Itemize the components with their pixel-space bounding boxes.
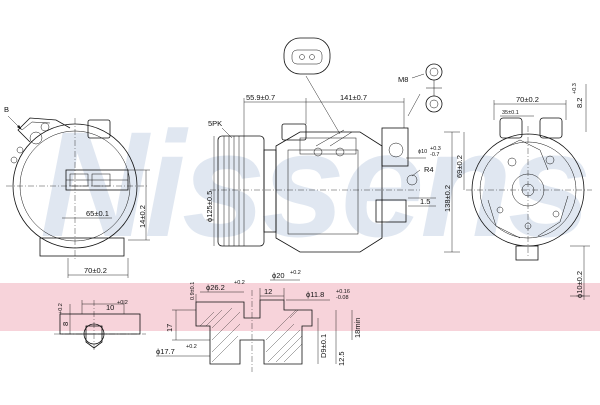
left-dim-mid: 65±0.1 bbox=[86, 209, 109, 218]
m8-fittings: M8 bbox=[398, 63, 443, 117]
center-dim-height: 138±0.2 bbox=[443, 185, 452, 212]
right-dim-top: 70±0.2 bbox=[516, 95, 539, 104]
section-dim-dia20: ϕ20 bbox=[272, 271, 285, 280]
section-dim-w12: 12 bbox=[264, 287, 272, 296]
center-dim-port-tol-l: -0.7 bbox=[430, 152, 439, 158]
section-dim-dia9: D9±0.1 bbox=[319, 334, 328, 358]
view-b-label: B bbox=[4, 105, 9, 114]
section-dim-h17: 17 bbox=[165, 324, 174, 332]
small-dim-side: 8 bbox=[61, 322, 70, 326]
brand-watermark: Nissens bbox=[40, 100, 587, 268]
right-dim-angle-tol: +0.3 bbox=[572, 83, 578, 94]
center-dim-side: 1.5 bbox=[420, 197, 430, 206]
section-dim-bore-tol: +0.2 bbox=[234, 280, 245, 286]
small-detail: 10 +0.2 8 +0.2 bbox=[54, 300, 146, 350]
center-dim-top-a: 55.9±0.7 bbox=[246, 93, 275, 102]
section-dim-dia11: ϕ11.8 bbox=[306, 290, 324, 299]
center-dim-pulley-dia: ϕ125±0.5 bbox=[205, 191, 214, 222]
small-dim-top-tol: +0.2 bbox=[117, 300, 128, 306]
center-radius: R4 bbox=[424, 165, 434, 174]
pulley-type-label: 5PK bbox=[208, 119, 222, 128]
section-dim-h12: 12.5 bbox=[337, 351, 346, 366]
small-dim-top: 10 bbox=[106, 303, 114, 312]
right-dim-top-inner: 35±0.1 bbox=[502, 110, 519, 116]
center-dim-port: ϕ10 bbox=[418, 149, 427, 155]
section-dim-dia11-tol-u: +0.16 bbox=[336, 289, 350, 295]
center-dim-port-tol-u: +0.3 bbox=[430, 146, 441, 152]
right-dim-side: ϕ10±0.2 bbox=[575, 271, 584, 298]
section-dim-dia11-tol-l: -0.08 bbox=[336, 295, 349, 301]
right-view: 70±0.2 35±0.1 8.2 +0.3 ϕ10±0.2 bbox=[466, 83, 592, 300]
electrical-connector bbox=[283, 37, 341, 135]
center-dim-top-b: 141±0.7 bbox=[340, 93, 367, 102]
section-dim-dia20-tol: +0.2 bbox=[290, 270, 301, 276]
section-dim-dia17-tol: +0.2 bbox=[186, 344, 197, 350]
section-dim-h18: 18min bbox=[353, 318, 362, 338]
pink-band bbox=[0, 283, 600, 331]
section-view: 0.9±0.1 ϕ26.2 +0.2 12 ϕ20 +0.2 ϕ11.8 +0.… bbox=[156, 270, 362, 372]
left-view: B 70±0.2 65±0.1 14±0.2 bbox=[4, 105, 150, 278]
section-dim-bore: ϕ26.2 bbox=[206, 283, 225, 292]
left-dim-width: 70±0.2 bbox=[84, 266, 107, 275]
left-dim-height: 14±0.2 bbox=[138, 205, 147, 228]
center-view: 55.9±0.7 141±0.7 5PK ϕ125±0.5 ϕ10 +0.3 -… bbox=[205, 93, 465, 253]
right-dim-angle: 8.2 bbox=[575, 98, 584, 108]
center-dim-mid-height: 69±0.2 bbox=[455, 155, 464, 178]
small-dim-side-tol: +0.2 bbox=[58, 303, 64, 314]
section-dim-dia17: ϕ17.7 bbox=[156, 347, 175, 356]
thread-label: M8 bbox=[398, 75, 408, 84]
section-dim-top-left: 0.9±0.1 bbox=[190, 282, 196, 300]
